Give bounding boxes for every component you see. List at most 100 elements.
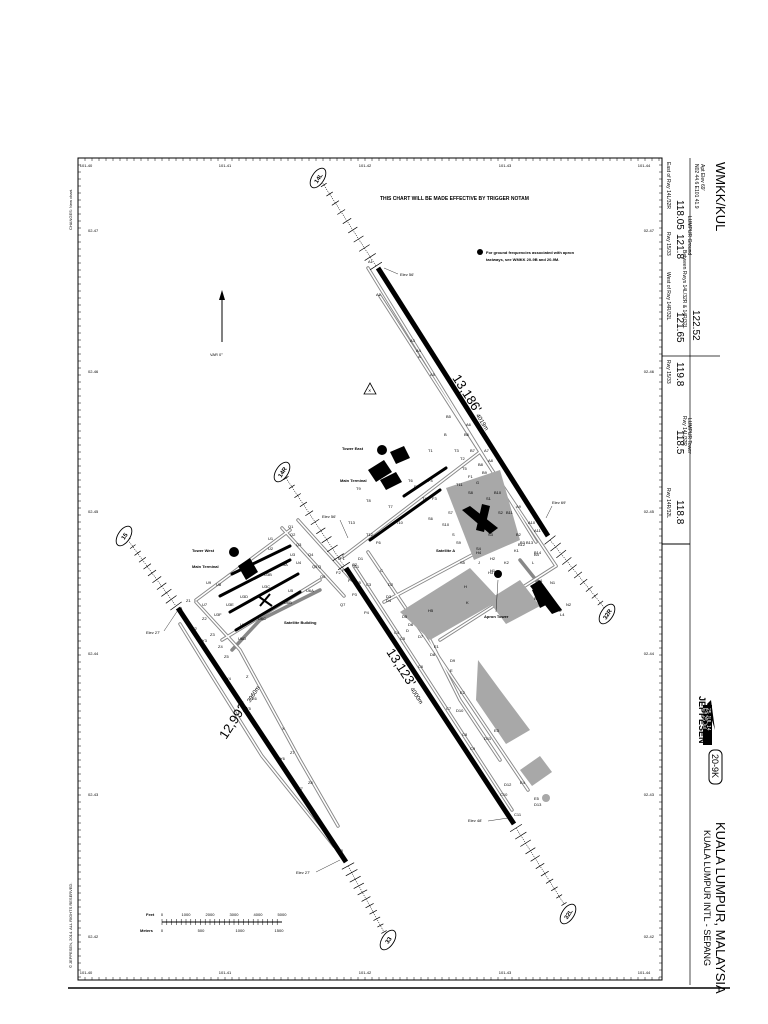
taxiway-label-t6: T6	[408, 478, 413, 483]
designator-33-text: 33	[385, 936, 394, 945]
coord-left-4: 02-43	[88, 792, 99, 797]
taxiway-label-u4: U4	[296, 560, 302, 565]
city-name: KUALA LUMPUR, MALAYSIA	[713, 822, 728, 994]
ground-value-1: 121.8	[674, 234, 685, 259]
main-terminal-west-label: Main Terminal	[192, 564, 219, 569]
taxiway-label-a10: A10	[528, 520, 536, 525]
taxiway-label-c1: C1	[354, 564, 360, 569]
elev-14L-leader	[383, 267, 399, 275]
tower-value-1: 118.5	[674, 430, 685, 455]
coord-top-3: 101-43	[499, 163, 512, 168]
elev-15: Elev 27'	[146, 630, 160, 635]
coord-bottom-4: 101-44	[638, 970, 651, 975]
taxiway-label-d3: D3	[386, 594, 392, 599]
coord-left: 02-47 02-46 02-45 02-44 02-43 02-42	[88, 228, 99, 939]
taxiway-label-b1: B1	[534, 596, 540, 601]
elev-14R-leader	[339, 519, 349, 539]
taxiway-label-n1: N1	[550, 580, 556, 585]
taxiway-label-p4: P4	[364, 610, 370, 615]
pier-u3b	[230, 544, 292, 576]
airport-ident: WMKK/KUL	[713, 162, 728, 231]
building-east-hangar	[532, 586, 548, 608]
coord-right-3: 02-44	[644, 651, 655, 656]
taxiway-label-l3: L3	[550, 600, 555, 605]
coord-top: 101-40 101-41 101-42 101-43 101-44	[80, 163, 651, 168]
ground-freq-note: For ground frequencies associated with a…	[477, 249, 575, 262]
taxiway-label-d9: D9	[450, 658, 456, 663]
taxiway-label-b12: B12	[518, 542, 526, 547]
taxiway-label-d: D	[406, 628, 409, 633]
elev-32L: Elev 48'	[468, 818, 482, 823]
jeppesen-wordmark: JEPPESEN	[697, 696, 707, 744]
twy-q-centre	[281, 527, 345, 597]
taxiway-label-x: X	[282, 726, 285, 731]
taxiway-label-e5: E5	[534, 796, 540, 801]
apron-south	[520, 756, 552, 786]
taxiway-label-t7: T7	[388, 504, 393, 509]
twy-p-centre	[297, 519, 353, 581]
scale-meters-3: 1500	[275, 928, 285, 933]
taxiway-label-t11: T11	[456, 482, 463, 487]
taxiway-label-h2: H2	[490, 556, 496, 561]
taxiway-label-c11: C11	[514, 812, 522, 817]
taxiway-label-c2: C2	[352, 562, 358, 567]
copyright-note: © JEPPESEN, 2014. ALL RIGHTS RESERVED.	[68, 883, 73, 968]
taxiway-label-t2: T2	[460, 456, 465, 461]
designator-14R: 14R	[273, 461, 291, 483]
apron-tower-label: Apron Tower	[484, 614, 509, 619]
buildings	[238, 446, 562, 614]
effective-badge-text: Eff 25 Jul	[701, 708, 707, 729]
coord-top-2: 101-42	[359, 163, 372, 168]
taxiway-label-h5: H5	[428, 608, 434, 613]
twy-c-centre	[353, 565, 513, 811]
taxiway-label-c4: C4	[394, 630, 400, 635]
taxiway-label-d10: D10	[456, 708, 464, 713]
designator-32R-text: 32R	[603, 608, 614, 621]
apron-tower-icon	[494, 570, 502, 578]
taxiway-label-s2: S2	[498, 510, 504, 515]
twy-d-centre	[367, 551, 529, 791]
runways	[175, 266, 551, 864]
taxiway-label-y5: Y5	[246, 706, 252, 711]
taxiway-label-f1: F1	[468, 474, 473, 479]
trigger-notam-note: THIS CHART WILL BE MADE EFFECTIVE BY TRI…	[380, 196, 529, 202]
twy-e-centre	[419, 619, 501, 761]
taxiway-label-a9: A9	[516, 504, 522, 509]
main-terminal-east-label: Main Terminal	[340, 478, 367, 483]
designator-32L-oval	[559, 903, 577, 925]
north-arrow: VAR 0°	[210, 290, 225, 357]
twy-a-centre	[367, 267, 537, 543]
taxiway-label-f3: F3	[432, 496, 437, 501]
taxiway-label-z: Z	[246, 674, 249, 679]
coord-left-2: 02-45	[88, 509, 99, 514]
taxiway-label-b9: B9	[482, 470, 488, 475]
length-14L: 13,186'4019m	[449, 372, 495, 433]
taxiway-label-a: A	[418, 354, 421, 359]
chart-number: 20-9K	[710, 754, 720, 778]
taxiway-centres	[179, 267, 557, 847]
pier-terminal-east	[368, 488, 442, 542]
coord-bottom-2: 101-42	[359, 970, 372, 975]
coord-bottom-1: 101-41	[219, 970, 232, 975]
taxiway-label-d5: D5	[402, 614, 408, 619]
taxiway-label-c5: C5	[400, 636, 406, 641]
taxiway-label-d11: D11	[484, 736, 492, 741]
taxiway-label-t8: T8	[366, 498, 371, 503]
taxiway-label-u1: U1	[268, 536, 274, 541]
taxiway-label-q: Q	[318, 564, 321, 569]
taxiway-label-s10: S10	[442, 522, 450, 527]
taxiway-label-a1: A1	[368, 259, 374, 264]
scale-feet-0: 0	[161, 912, 164, 917]
taxiway-label-a6: A6	[466, 422, 472, 427]
taxiway-label-f4: F4	[428, 478, 433, 483]
taxiway-label-b14: B14	[534, 550, 542, 555]
header-panel: WMKK/KUL Apt Elev 69' N02 44.6 E101 41.9…	[661, 158, 728, 994]
taxiway-label-d1: D1	[358, 556, 364, 561]
taxiway-label-z6: Z6	[252, 696, 257, 701]
taxiway-label-b8: B8	[478, 462, 484, 467]
tower-label-1: Rwy 14L/32R	[681, 416, 687, 446]
tower-west-label: Tower West	[192, 548, 215, 553]
coord-right-5: 02-42	[644, 934, 655, 939]
taxiway-label-y7: Y7	[298, 786, 304, 791]
